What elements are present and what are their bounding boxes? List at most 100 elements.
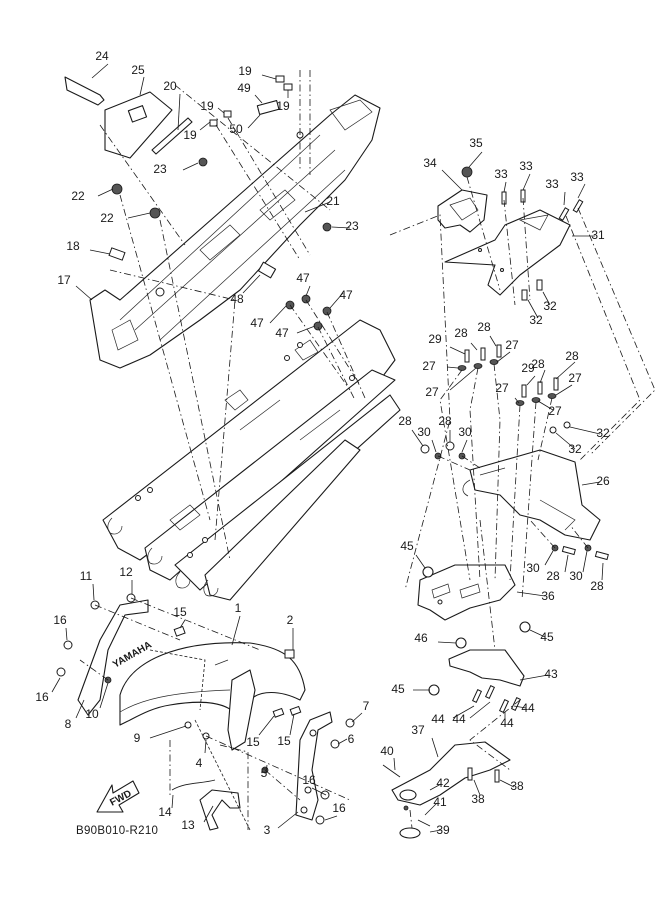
callout-number: 40: [380, 744, 394, 758]
callout-47: 47: [296, 271, 311, 297]
callout-14: 14: [158, 794, 174, 819]
leader-line: [489, 335, 497, 347]
callout-number: 28: [477, 320, 491, 334]
callout-15: 15: [173, 605, 187, 629]
forward-arrow: FWD: [96, 780, 140, 813]
callout-47: 47: [250, 305, 287, 330]
leader-line: [461, 439, 468, 453]
callout-number: 23: [153, 162, 167, 176]
callout-43: 43: [519, 667, 558, 681]
leader-line: [449, 367, 477, 391]
callout-number: 17: [57, 273, 71, 287]
callout-number: 29: [428, 332, 442, 346]
callout-number: 15: [277, 734, 291, 748]
leader-line: [97, 188, 114, 197]
callout-number: 19: [276, 99, 290, 113]
leader-line: [304, 201, 331, 213]
leader-line: [258, 715, 275, 736]
leader-line: [441, 169, 463, 191]
callout-number: 16: [35, 690, 49, 704]
leader-line: [179, 619, 186, 629]
callout-number: 37: [411, 723, 425, 737]
leader-line: [437, 641, 457, 644]
callout-number: 33: [570, 170, 584, 184]
callout-number: 14: [158, 805, 172, 819]
callout-number: 28: [454, 326, 468, 340]
callout-13: 13: [181, 805, 214, 832]
callout-41: 41: [424, 795, 447, 816]
leader-line: [513, 705, 527, 709]
callout-30: 30: [417, 425, 437, 453]
callout-27: 27: [555, 371, 582, 396]
leader-line: [555, 432, 576, 450]
leader-line: [429, 783, 442, 791]
callout-number: 22: [100, 211, 114, 225]
callout-33: 33: [545, 177, 566, 206]
leader-line: [429, 829, 442, 833]
callout-47: 47: [275, 325, 316, 340]
callout-number: 32: [596, 426, 610, 440]
strap-24: [64, 76, 105, 106]
callout-30: 30: [526, 550, 554, 575]
callout-number: 25: [131, 63, 145, 77]
leader-line: [296, 325, 316, 334]
callout-32: 32: [555, 432, 582, 456]
leader-line: [544, 550, 554, 566]
assembly-guide-lines: [79, 70, 656, 831]
leader-line: [431, 439, 437, 453]
leader-line: [182, 162, 199, 171]
leader-line: [199, 121, 211, 131]
callout-27: 27: [495, 381, 520, 404]
callout-47: 47: [329, 288, 353, 309]
callout-number: 35: [469, 136, 483, 150]
callout-number: 49: [237, 81, 251, 95]
leader-line: [527, 299, 539, 319]
callout-4: 4: [196, 739, 207, 770]
leader-line: [305, 285, 311, 297]
callout-28: 28: [590, 562, 604, 593]
rear-fender-lower: [462, 449, 601, 541]
leader-line: [91, 63, 109, 79]
callout-38: 38: [471, 779, 485, 806]
callout-number: 16: [332, 801, 346, 815]
leader-line: [431, 737, 439, 758]
callout-number: 31: [591, 228, 605, 242]
callout-28: 28: [531, 357, 546, 384]
callout-37: 37: [411, 723, 439, 758]
callout-number: 19: [183, 128, 197, 142]
leader-line: [329, 292, 344, 309]
callout-number: 18: [66, 239, 80, 253]
leader-line: [522, 173, 531, 191]
callout-number: 28: [438, 414, 452, 428]
leader-line: [555, 384, 573, 396]
callout-number: 22: [71, 189, 85, 203]
leader-line: [496, 351, 511, 363]
callout-number: 46: [414, 631, 428, 645]
leader-line: [503, 181, 507, 193]
callout-number: 15: [246, 735, 260, 749]
callout-32: 32: [527, 299, 543, 327]
leader-line: [217, 107, 225, 114]
callout-number: 34: [423, 156, 437, 170]
callout-7: 7: [351, 699, 370, 723]
callout-12: 12: [119, 565, 133, 594]
leader-line: [542, 291, 551, 306]
license-plate-bracket: [417, 564, 516, 621]
fender-stay-left: [77, 599, 149, 716]
callout-number: 38: [471, 792, 485, 806]
callout-38: 38: [499, 779, 524, 793]
callout-number: 10: [85, 707, 99, 721]
callout-number: 4: [196, 756, 203, 770]
callout-48: 48: [230, 274, 261, 306]
callout-number: 27: [505, 338, 519, 352]
leader-line: [449, 346, 466, 355]
leader-line: [242, 274, 261, 294]
damper-49: [256, 99, 280, 115]
callout-number: 36: [541, 589, 555, 603]
leader-line: [99, 682, 109, 709]
callout-number: 30: [417, 425, 431, 439]
callout-number: 44: [452, 712, 466, 726]
callout-number: 33: [545, 177, 559, 191]
rear-frame: [102, 319, 401, 601]
callout-number: 1: [235, 601, 242, 615]
